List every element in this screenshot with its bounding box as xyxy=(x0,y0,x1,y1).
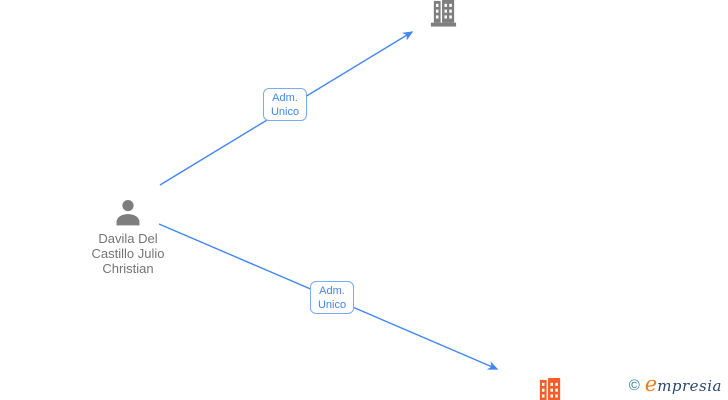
copyright-icon: © xyxy=(628,377,640,394)
person-icon xyxy=(112,196,144,228)
company-node-top[interactable] xyxy=(429,0,458,28)
edge-label-adm-unico-top: Adm. Unico xyxy=(263,88,307,121)
building-icon xyxy=(539,377,561,400)
person-name-label: Davila Del Castillo Julio Christian xyxy=(91,231,165,276)
company-node-bottom[interactable] xyxy=(535,377,564,400)
empresia-logo[interactable]: © empresia xyxy=(629,372,722,396)
building-icon xyxy=(430,0,457,27)
person-node[interactable]: Davila Del Castillo Julio Christian xyxy=(58,196,198,276)
edge-label-adm-unico-bottom: Adm. Unico xyxy=(310,281,354,314)
brand-wordmark: empresia xyxy=(644,372,722,396)
